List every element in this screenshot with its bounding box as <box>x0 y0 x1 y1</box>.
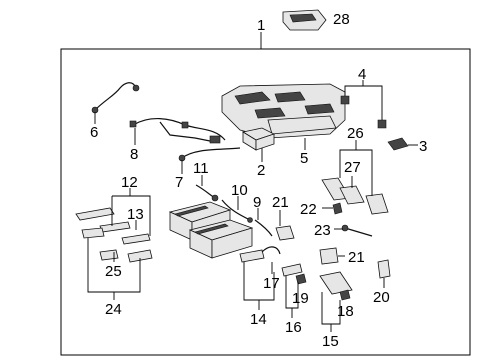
part-21-bracket-lower <box>319 247 339 265</box>
part-3-bracket <box>387 137 409 151</box>
callout-8: 8 <box>130 146 138 163</box>
callout-12: 12 <box>121 174 138 191</box>
callout-26: 26 <box>347 125 364 142</box>
callout-21-upper: 21 <box>272 194 289 211</box>
callout-16: 16 <box>285 319 302 336</box>
callout-28: 28 <box>333 11 350 28</box>
part-11-wire <box>195 184 219 202</box>
callout-24: 24 <box>105 301 122 318</box>
part-22-clip <box>332 202 343 215</box>
callout-5: 5 <box>300 150 308 167</box>
part-16-19-parts <box>281 263 307 285</box>
callout-10: 10 <box>231 182 248 199</box>
part-24-25-plates <box>81 227 153 263</box>
callout-17: 17 <box>263 275 280 292</box>
callout-21-lower: 21 <box>348 249 365 266</box>
callout-11: 11 <box>193 160 209 177</box>
callout-2: 2 <box>257 162 265 179</box>
part-4-clips <box>340 95 387 129</box>
part-10-wire <box>221 199 253 223</box>
callout-9: 9 <box>253 194 261 211</box>
part-12-13-busbars <box>75 207 151 245</box>
part-7-wire <box>178 147 241 162</box>
part-28-cover <box>282 9 327 31</box>
callout-15: 15 <box>322 333 339 350</box>
callout-20: 20 <box>373 289 390 306</box>
callout-6: 6 <box>90 124 98 141</box>
part-6-harness <box>91 82 140 114</box>
callout-23: 23 <box>314 222 331 239</box>
callout-13: 13 <box>127 206 144 223</box>
assembly-frame <box>60 48 471 356</box>
part-15-18-parts <box>319 271 353 301</box>
part-26-27-busbars <box>321 177 389 215</box>
callout-22: 22 <box>300 201 317 218</box>
part-9-wire <box>254 219 273 237</box>
callout-18: 18 <box>337 303 354 320</box>
callout-7: 7 <box>175 174 183 191</box>
part-2-block <box>241 127 276 151</box>
part-14-plate <box>239 246 281 263</box>
callout-25: 25 <box>105 263 122 280</box>
callout-14: 14 <box>250 311 267 328</box>
part-21-bracket-upper <box>275 225 295 241</box>
callout-27: 27 <box>344 159 361 176</box>
part-23-sensor <box>341 224 373 237</box>
part-20-clip <box>377 259 391 279</box>
callout-1: 1 <box>257 17 265 34</box>
callout-19: 19 <box>292 290 309 307</box>
part-5-housing <box>221 83 346 139</box>
battery-modules <box>168 201 254 259</box>
callout-3: 3 <box>419 138 427 155</box>
callout-4: 4 <box>358 66 366 83</box>
part-8-harness <box>129 118 226 144</box>
